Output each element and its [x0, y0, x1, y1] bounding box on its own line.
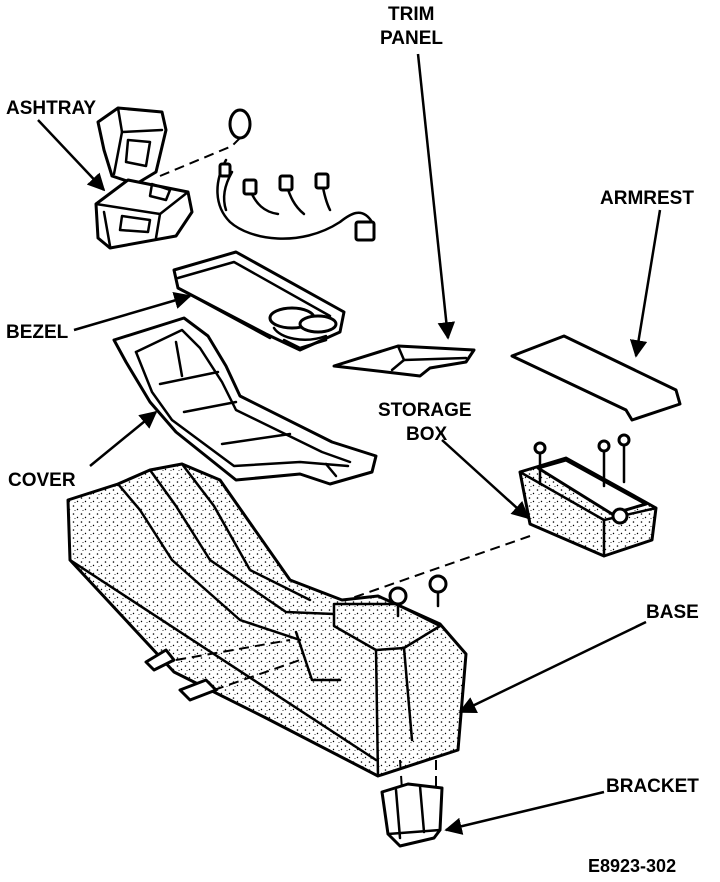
- ashtray-label: ASHTRAY: [6, 98, 96, 119]
- bezel-part: [172, 250, 346, 352]
- leader-lines: [37, 53, 662, 835]
- ashtray-part: [94, 106, 252, 250]
- cover-part: [112, 316, 378, 486]
- trim-panel-part: [332, 344, 476, 378]
- storage-box-part: [351, 433, 658, 599]
- bracket-part: [380, 759, 444, 848]
- bezel-label: BEZEL: [6, 322, 69, 343]
- trim-panel-label-line2: PANEL: [380, 28, 443, 49]
- bracket-label: BRACKET: [606, 776, 699, 797]
- base-label: BASE: [646, 602, 699, 623]
- cover-label: COVER: [8, 470, 76, 491]
- clip-parts: [144, 639, 301, 702]
- base-part: [66, 462, 468, 778]
- trim-panel-label-line1: TRIM: [388, 4, 434, 25]
- armrest-part: [510, 334, 682, 422]
- wiring-harness: [216, 158, 376, 242]
- figure-code: E8923-302: [588, 856, 676, 876]
- storage-box-label-line2: BOX: [406, 424, 448, 445]
- armrest-label: ARMREST: [600, 188, 694, 209]
- storage-box-label-line1: STORAGE: [378, 400, 472, 421]
